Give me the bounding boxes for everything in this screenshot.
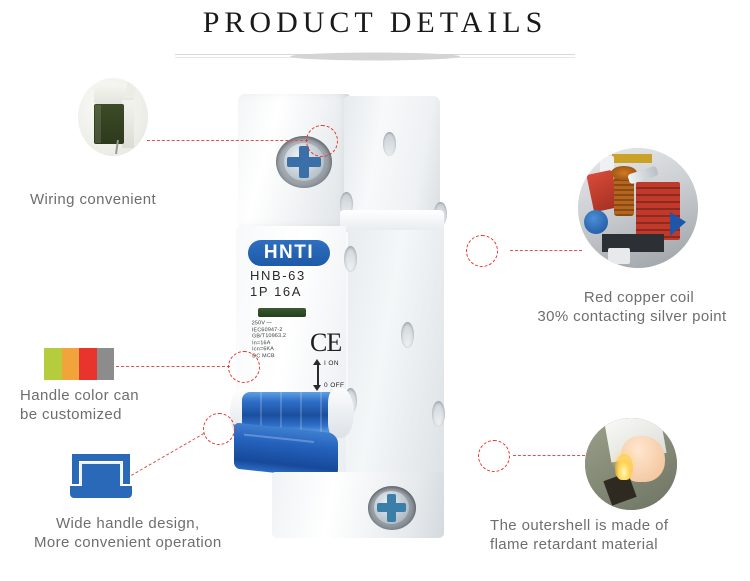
caption-flame-line2: flame retardant material xyxy=(490,536,659,553)
circuit-breaker-product: HNTI HNB-63 1P 16A 250V — IEC60947-2 GB/… xyxy=(228,84,458,544)
swatch-green xyxy=(44,348,62,380)
rating-text: 1P 16A xyxy=(250,284,303,299)
caption-coil-line1: Red copper coil xyxy=(583,289,695,306)
handle-icon-bracket xyxy=(72,454,130,484)
callout-line-wiring xyxy=(147,140,308,141)
handle-cap-right xyxy=(328,388,354,438)
screw-cross-horizontal xyxy=(287,157,321,167)
callout-marker-wiring xyxy=(306,125,338,157)
callout-marker-handle-color xyxy=(228,351,260,383)
blue-marker xyxy=(670,212,686,236)
handle-rib xyxy=(300,392,302,434)
callout-marker-coil xyxy=(466,235,498,267)
breaker-top-right-block xyxy=(344,96,440,229)
breaker-mount-hole xyxy=(344,246,357,272)
breaker-mount-hole xyxy=(401,322,414,348)
phillips-screw-icon xyxy=(284,143,324,181)
callout-line-wide-handle xyxy=(131,433,205,476)
handle-rib xyxy=(320,392,322,434)
breaker-bottom-block xyxy=(272,472,444,538)
callout-marker-flame xyxy=(478,440,510,472)
title-divider xyxy=(175,50,575,64)
brand-badge: HNTI xyxy=(248,240,330,266)
caption-coil-line2: 30% contacting silver point xyxy=(537,308,727,325)
breaker-mount-hole xyxy=(432,401,445,427)
cutaway-dark-bar xyxy=(602,234,664,252)
off-label: 0 OFF xyxy=(324,382,345,389)
on-label: I ON xyxy=(324,360,339,367)
flame-icon xyxy=(615,454,633,480)
swatch-gray xyxy=(96,348,114,380)
terminal-tab xyxy=(124,82,138,98)
handle-rib xyxy=(280,392,282,434)
caption-flame-line1: The outershell is made of xyxy=(490,517,669,534)
terminal-side xyxy=(122,100,134,148)
handle-rib xyxy=(260,392,262,434)
caption-wiring: Wiring convenient xyxy=(30,191,157,208)
breaker-main-body: HNTI HNB-63 1P 16A 250V — IEC60947-2 GB/… xyxy=(236,210,445,476)
copper-coil xyxy=(614,176,634,216)
indicator-window xyxy=(258,308,306,317)
caption-handle-color-line2: be customized xyxy=(20,406,122,423)
breaker-top-left-block xyxy=(238,94,350,226)
model-number: HNB-63 xyxy=(250,268,306,283)
handle-icon xyxy=(68,452,134,500)
handle-highlight xyxy=(244,433,314,443)
breaker-side-panel xyxy=(348,230,444,476)
swatch-red xyxy=(79,348,97,380)
divider-lens-shape xyxy=(290,52,460,61)
breaker-cutaway-photo xyxy=(578,148,698,268)
callout-line-handle-color xyxy=(116,366,230,367)
cutaway-white-part xyxy=(600,156,614,174)
specification-text: 250V — IEC60947-2 GB/T10963.2 In=16A Icn… xyxy=(251,320,287,360)
terminal-clamp xyxy=(94,84,134,104)
wire-strand xyxy=(115,139,119,155)
callout-marker-wide-handle xyxy=(203,413,235,445)
handle-icon-base xyxy=(70,486,132,498)
breaker-body-step xyxy=(340,210,444,232)
wiring-terminal-photo xyxy=(78,78,148,156)
caption-handle-color-line1: Handle color can xyxy=(20,387,139,404)
phillips-screw-icon xyxy=(374,491,409,524)
cutaway-white-part xyxy=(608,248,630,264)
cutaway-busbar xyxy=(612,154,652,163)
bottom-terminal-well xyxy=(368,486,416,530)
color-swatch-row xyxy=(44,348,114,380)
screw-cross-horizontal xyxy=(377,503,406,512)
on-off-indicator: I ON 0 OFF xyxy=(312,358,346,392)
arrow-down-icon xyxy=(313,385,321,391)
callout-line-coil xyxy=(510,250,582,251)
caption-wide-handle-line1: Wide handle design, xyxy=(56,515,200,532)
ce-mark: CE xyxy=(310,328,342,357)
breaker-vent-dimple xyxy=(383,132,396,156)
caption-wide-handle-line2: More convenient operation xyxy=(34,534,222,551)
terminal-highlight xyxy=(95,105,101,143)
callout-line-flame xyxy=(513,455,585,456)
page-title: PRODUCT DETAILS xyxy=(202,6,548,39)
flame-test-photo xyxy=(585,418,677,510)
arrow-shaft xyxy=(317,362,319,388)
blue-pivot xyxy=(584,210,608,234)
terminal-opening xyxy=(94,104,124,144)
swatch-orange xyxy=(61,348,79,380)
